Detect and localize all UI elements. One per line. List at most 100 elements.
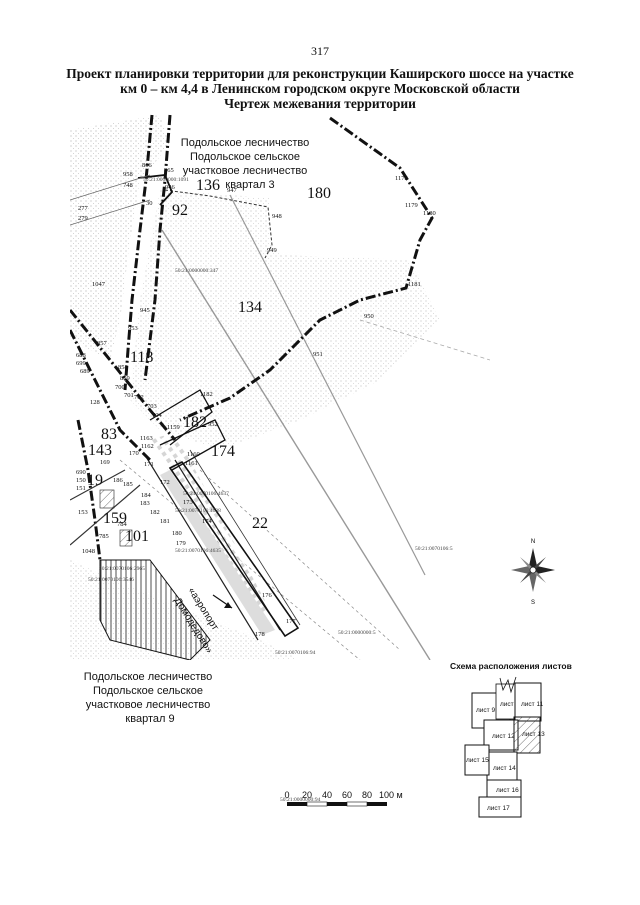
plot-134: 134 (238, 299, 262, 316)
title-line-2: км 0 – км 4,4 в Ленинском городском окру… (120, 81, 520, 96)
sheet-17: лист 17 (487, 805, 510, 812)
plot-143: 143 (88, 442, 112, 459)
point-30: 30 (146, 200, 153, 207)
point-171: 171 (144, 461, 154, 468)
scale-tick-80: 80 (362, 790, 372, 800)
plot-118: 118 (130, 349, 153, 366)
point-180: 180 (172, 530, 182, 537)
thin-line-west-3 (70, 484, 141, 546)
point-1160: 1160 (187, 451, 200, 458)
boundary-left-curve (76, 419, 102, 561)
plot-19: 19 (87, 472, 103, 489)
point-865: 865 (164, 167, 174, 174)
cadastral-2965: 50:21:0070106:2965 (99, 566, 145, 572)
gray-road-line-2 (229, 194, 426, 576)
scale-tick-100: 100 м (379, 790, 403, 800)
point-184: 184 (141, 492, 152, 499)
sheet-11: лист 11 (521, 701, 544, 708)
plot-101: 101 (125, 528, 149, 545)
thin-line-west-4 (70, 469, 126, 501)
point-150: 150 (76, 477, 86, 484)
land-survey-map: Подольское лесничество Подольское сельск… (70, 114, 555, 818)
point-128: 128 (90, 399, 100, 406)
point-181: 181 (160, 518, 170, 525)
label-bottom-line2: Подольское сельское (93, 685, 203, 697)
point-953: 953 (128, 325, 138, 332)
forest-label-bottom: Подольское лесничество Подольское сельск… (84, 671, 212, 725)
sheet-9: лист 9 (476, 707, 495, 714)
scale-bar: 0 20 40 60 80 100 м (284, 790, 403, 807)
boundary-west-vertical (123, 114, 154, 391)
point-186: 186 (113, 477, 124, 484)
point-952: 952 (208, 421, 218, 428)
point-949: 949 (267, 247, 277, 254)
boundary-diag-left-2 (70, 329, 152, 462)
striped-area-south (99, 559, 211, 660)
dashed-boundary-east (359, 319, 490, 361)
highway-carriageway (160, 470, 275, 635)
red-lines (70, 114, 434, 561)
cadastral-1091: 50:21:0000000:1091 (143, 177, 189, 183)
direction-arrow-head (224, 602, 232, 608)
dashed-line-south-2 (199, 469, 401, 651)
point-945: 945 (140, 307, 150, 314)
point-946: 946 (165, 184, 176, 191)
forest-area-northwest (70, 115, 170, 360)
point-153: 153 (78, 509, 88, 516)
point-176: 176 (262, 592, 273, 599)
point-1163: 1163 (140, 435, 153, 442)
scale-tick-60: 60 (342, 790, 352, 800)
point-277: 277 (78, 205, 89, 212)
plot-180: 180 (307, 185, 331, 202)
plot-180-boundary (164, 189, 273, 259)
point-1047: 1047 (92, 281, 106, 288)
gray-road-line (161, 229, 431, 660)
highway-edge-b (174, 459, 281, 631)
plot-22-outline (168, 460, 300, 638)
forest-label-top: Подольское лесничество Подольское сельск… (181, 137, 309, 191)
compass-north: N (531, 539, 535, 545)
title-line-1: Проект планировки территории для реконст… (66, 66, 574, 81)
point-1178: 1178 (395, 175, 408, 182)
plot-92-outline (137, 174, 174, 206)
point-858: 858 (118, 364, 128, 371)
page-title: Проект планировки территории для реконст… (40, 66, 600, 111)
point-690: 690 (76, 469, 86, 476)
sheet-15: лист 15 (466, 757, 489, 764)
scale-tick-40: 40 (322, 790, 332, 800)
point-185: 185 (123, 481, 133, 488)
point-179: 179 (176, 540, 186, 547)
label-bottom-line4: квартал 9 (125, 713, 174, 725)
plot-174: 174 (211, 443, 235, 460)
point-951: 951 (313, 351, 323, 358)
point-689: 689 (80, 368, 90, 375)
point-859: 859 (120, 375, 130, 382)
plot-174-outline (159, 419, 226, 471)
hatched-plot-small (99, 489, 115, 509)
cadastral-347: 50:21:0000000:347 (175, 268, 218, 274)
cadastral-0070106-5: 50:21:0070106:5 (415, 546, 453, 552)
point-688: 688 (76, 352, 86, 359)
point-699: 699 (76, 360, 86, 367)
scale-tick-20: 20 (302, 790, 312, 800)
cadastral-4637: 50:21:0070106:4637 (183, 491, 229, 497)
point-866: 866 (142, 162, 153, 169)
point-1180: 1180 (423, 210, 436, 217)
label-bottom-line1: Подольское лесничество (84, 671, 212, 683)
label-top-line4: квартал 3 (225, 179, 274, 191)
plot-182: 182 (183, 414, 207, 431)
point-169: 169 (100, 459, 110, 466)
compass-south: S (531, 600, 535, 606)
boundary-diag-left (70, 309, 177, 441)
plot-22: 22 (252, 515, 268, 532)
cadastral-0000000-94: 50:21:0000000:94 (280, 797, 321, 803)
point-700: 700 (115, 384, 125, 391)
cadastral-4635: 50:21:0070106:4635 (175, 548, 221, 554)
cadastral-number-group: 50:21:0000000:1091 50:21:0000000:347 50:… (88, 177, 453, 803)
point-178: 178 (255, 631, 265, 638)
title-line-3: Чертеж межевания территории (224, 96, 416, 111)
thin-line-west (70, 174, 151, 201)
plot-83: 83 (101, 426, 117, 443)
point-1161: 1161 (185, 460, 198, 467)
sheet-scheme: лист 9 лист 10 лист 11 лист 12 лист 13 л… (464, 676, 545, 818)
